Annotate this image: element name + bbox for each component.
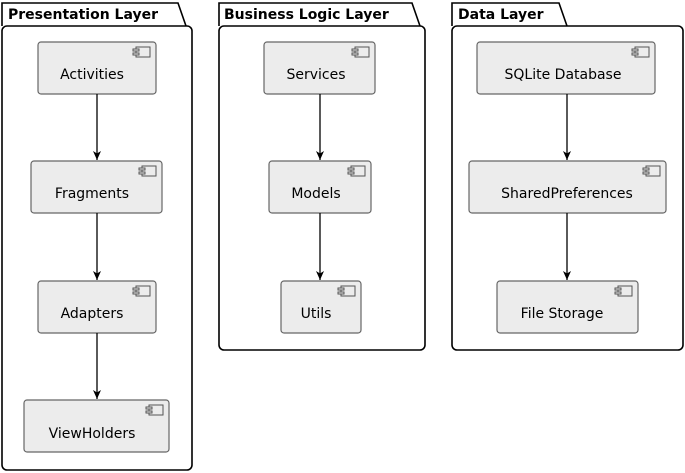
package-frame xyxy=(218,25,426,351)
package-tab xyxy=(218,2,421,27)
package-title: Business Logic Layer xyxy=(224,7,389,23)
component-viewholders[interactable]: ViewHolders xyxy=(23,399,170,453)
component-file-storage[interactable]: File Storage xyxy=(496,280,639,334)
component-label: Fragments xyxy=(55,186,129,202)
component-icon xyxy=(132,285,151,297)
package-title: Presentation Layer xyxy=(8,7,158,23)
component-sharedpreferences[interactable]: SharedPreferences xyxy=(468,160,667,214)
component-label: ViewHolders xyxy=(49,426,136,442)
package-frame xyxy=(1,25,193,471)
component-utils[interactable]: Utils xyxy=(280,280,362,334)
package-frame xyxy=(451,25,684,351)
component-label: Adapters xyxy=(61,306,124,322)
component-label: File Storage xyxy=(521,306,604,322)
package-presentation-layer: Presentation Layer Activities Fragments … xyxy=(1,2,193,471)
package-business-logic-layer: Business Logic Layer Services Models Uti… xyxy=(218,2,426,351)
component-icon xyxy=(138,165,157,177)
component-label: SharedPreferences xyxy=(501,186,633,202)
component-label: Activities xyxy=(60,67,124,83)
component-icon xyxy=(351,46,370,58)
component-services[interactable]: Services xyxy=(263,41,376,95)
component-icon xyxy=(642,165,661,177)
component-sqlite-database[interactable]: SQLite Database xyxy=(476,41,656,95)
component-activities[interactable]: Activities xyxy=(37,41,157,95)
component-label: Utils xyxy=(301,306,332,322)
package-title: Data Layer xyxy=(458,7,544,23)
component-icon xyxy=(132,46,151,58)
component-adapters[interactable]: Adapters xyxy=(37,280,157,334)
package-tab xyxy=(1,2,187,27)
component-label: Models xyxy=(291,186,340,202)
component-label: Services xyxy=(286,67,345,83)
component-icon xyxy=(337,285,356,297)
component-icon xyxy=(614,285,633,297)
component-label: SQLite Database xyxy=(505,67,622,83)
component-fragments[interactable]: Fragments xyxy=(30,160,163,214)
package-data-layer: Data Layer SQLite Database SharedPrefere… xyxy=(451,2,684,351)
package-tab xyxy=(451,2,568,27)
component-models[interactable]: Models xyxy=(268,160,372,214)
component-icon xyxy=(145,404,164,416)
component-icon xyxy=(631,46,650,58)
component-icon xyxy=(347,165,366,177)
